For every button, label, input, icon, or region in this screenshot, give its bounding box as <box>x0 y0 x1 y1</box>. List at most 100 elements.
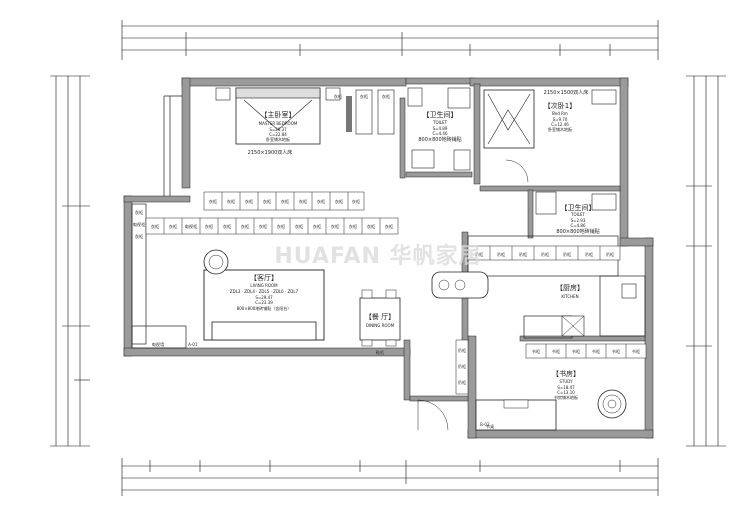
bath1-perimeter: C=4.46 <box>432 131 448 136</box>
mark-a01: A-01 <box>188 342 198 347</box>
study-round-table <box>597 389 627 419</box>
corridor-cab-14: 衣柜 <box>385 223 393 230</box>
kitchen-cab-1: 吊柜 <box>475 251 483 258</box>
corridor-cab-7: 衣柜 <box>259 223 267 230</box>
corridor-cab-9: 衣柜 <box>295 223 303 230</box>
wardrobe-5: 衣柜 <box>281 198 289 205</box>
kitchen-cab-6: 吊柜 <box>585 251 593 258</box>
second-bedroom: 【次卧1】 Bed Rm S=9.70 C=12.46 卧室铺木地板 2150×… <box>483 89 617 183</box>
wardrobe-2: 衣柜 <box>227 198 235 205</box>
living-area: S=29.47 <box>255 295 273 300</box>
wardrobe-1: 衣柜 <box>209 198 217 205</box>
living-en: LIVING ROOM <box>250 283 278 288</box>
master-bed-size: 2150×1900双人床 <box>248 149 293 156</box>
second-area: S=9.70 <box>553 117 568 122</box>
corridor-cab-5: 衣柜 <box>223 223 231 230</box>
tv-wall-label: 电视墙 <box>152 341 165 348</box>
wardrobe-top-3: 衣柜 <box>334 93 342 100</box>
living-perimeter: C=23.39 <box>255 300 273 305</box>
study-cab-3: 书柜 <box>572 348 580 355</box>
kitchen-cab-3: 吊柜 <box>519 251 527 258</box>
wardrobe-top-1: 衣柜 <box>360 93 368 100</box>
bath2-name: 【卫生间】 <box>561 203 596 212</box>
mark-b02: B-02 <box>480 422 490 427</box>
wardrobe-row <box>203 191 365 211</box>
desk-label: 书桌 <box>486 423 495 430</box>
left-cab-2: 电视柜 <box>133 221 146 228</box>
study-area: S=18.47 <box>557 385 575 390</box>
corridor-cab-10: 衣柜 <box>313 223 321 230</box>
kitchen-cab-2: 吊柜 <box>497 251 505 258</box>
bath2-en: TOILET <box>570 212 586 217</box>
living-codes: ZDL3 · ZDL4 · ZDL5 · ZDL6 · ZDL7 <box>230 289 299 294</box>
wardrobe-7: 衣柜 <box>317 198 325 205</box>
kitchen-side-cabinets: 吊柜 吊柜 吊柜 <box>455 339 469 395</box>
kitchen-side-3: 吊柜 <box>458 379 466 386</box>
wardrobe-8: 衣柜 <box>335 198 343 205</box>
kitchen-cab-7: 吊柜 <box>606 251 614 258</box>
dining-room: 【餐 厅】 DINING ROOM 鞋柜 <box>359 289 401 356</box>
bathroom-2: 【卫生间】 TOILET S=2.93 C=4.86 800×800地砖铺贴 <box>535 191 617 235</box>
bath2-tile: 800×800地砖铺贴 <box>556 228 599 235</box>
master-room-name: 【主卧室】 <box>261 110 296 119</box>
corridor-cab-4: 衣柜 <box>205 223 213 230</box>
second-perimeter: C=12.46 <box>551 122 569 127</box>
corridor-cab-8: 衣柜 <box>277 223 285 230</box>
living-sofa <box>211 321 317 341</box>
study-cab-5: 书柜 <box>612 348 620 355</box>
study-en: STUDY <box>559 379 573 384</box>
wardrobe-top-labels: 衣柜 衣柜 衣柜 <box>334 93 390 100</box>
bath1-en: TOILET <box>432 120 448 125</box>
dimension-lines-sides <box>50 75 726 447</box>
corridor-cab-11: 衣柜 <box>331 223 339 230</box>
left-cab-1: 衣柜 <box>135 209 143 216</box>
left-cab-3: 衣柜 <box>135 233 143 240</box>
living-name: 【客厅】 <box>250 273 278 282</box>
dining-table <box>359 297 401 341</box>
master-room-en: MASTER BEDROOM <box>259 121 298 126</box>
kitchen-name: 【厨房】 <box>556 283 584 292</box>
dining-en: DINING ROOM <box>366 323 395 328</box>
walls <box>123 77 654 439</box>
bath2-perimeter: C=4.86 <box>570 223 586 228</box>
wardrobe-4: 衣柜 <box>263 198 271 205</box>
living-tile: 800×800地砖铺贴（含阳台） <box>237 305 292 311</box>
kitchen-side-2: 吊柜 <box>458 363 466 370</box>
study-cab-6: 书柜 <box>632 348 640 355</box>
corridor-cabinet-row <box>145 217 399 235</box>
corridor-cab-13: 衣柜 <box>367 223 375 230</box>
corridor-cab-6: 衣柜 <box>241 223 249 230</box>
wardrobe-6: 衣柜 <box>299 198 307 205</box>
master-perimeter: C=22.84 <box>269 132 287 137</box>
study-cab-2: 书柜 <box>552 348 560 355</box>
left-column-cabinets: 衣柜 电视柜 衣柜 <box>133 209 146 240</box>
second-floor-note: 卧室铺木地板 <box>548 126 572 132</box>
kitchen-cab-5: 吊柜 <box>563 251 571 258</box>
study-floor-note: 书房铺木地板 <box>554 394 578 400</box>
wardrobe-3: 衣柜 <box>245 198 253 205</box>
kitchen-cab-4: 吊柜 <box>541 251 549 258</box>
kitchen-island <box>431 271 489 299</box>
entry-door-swing <box>417 399 449 431</box>
study-cab-4: 书柜 <box>592 348 600 355</box>
master-area: S=26.37 <box>269 127 287 132</box>
living-round-table <box>203 249 229 275</box>
watermark: HUAFAN 华帆家居 <box>274 243 481 269</box>
second-door-swing <box>505 159 529 183</box>
corridor-cabinet-labels: 衣柜 衣柜 电视柜 衣柜 衣柜 衣柜 衣柜 衣柜 衣柜 衣柜 衣柜 衣柜 衣柜 … <box>151 223 393 230</box>
bath2-area: S=2.93 <box>571 218 586 223</box>
study-name: 【书房】 <box>552 369 580 378</box>
second-bed-size: 2150×1500双人床 <box>544 89 589 96</box>
corridor-cab-3: 电视柜 <box>185 223 198 230</box>
dimension-lines-top <box>121 20 659 60</box>
wardrobe-top-2: 衣柜 <box>382 93 390 100</box>
master-floor-note: 卧室铺木地板 <box>266 136 290 142</box>
wardrobe-9: 衣柜 <box>352 198 360 205</box>
study: 书柜 书柜 书柜 书柜 书柜 书柜 【书房】 STUDY S=18.47 C=1… <box>475 343 647 431</box>
bath1-tile: 800×800地砖铺贴 <box>418 136 461 143</box>
thin-walls <box>131 95 646 349</box>
second-room-name: 【次卧1】 <box>544 101 576 110</box>
living-room: 【客厅】 LIVING ROOM ZDL3 · ZDL4 · ZDL5 · ZD… <box>152 249 325 348</box>
corridor-cab-12: 衣柜 <box>349 223 357 230</box>
